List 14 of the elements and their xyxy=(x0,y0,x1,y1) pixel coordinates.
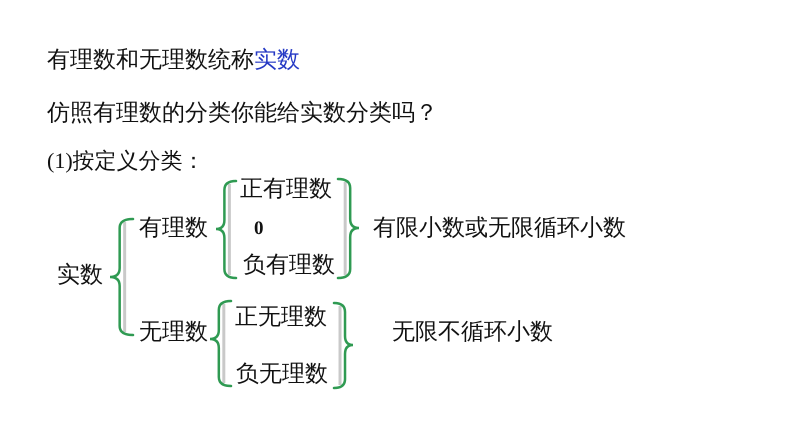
category-label: 负无理数 xyxy=(236,363,328,386)
category-label: 0 xyxy=(254,219,264,238)
category-label: 正无理数 xyxy=(235,306,327,329)
section-heading: (1)按定义分类： xyxy=(47,150,205,172)
description-text: 无限不循环小数 xyxy=(392,321,553,344)
description-text: 有限小数或无限循环小数 xyxy=(373,217,626,240)
category-label: 有理数 xyxy=(139,217,208,240)
category-label: 正有理数 xyxy=(240,178,332,201)
highlighted-term: 实数 xyxy=(254,49,300,72)
category-label: 无理数 xyxy=(139,321,208,344)
question-text: 仿照有理数的分类你能给实数分类吗？ xyxy=(47,102,438,125)
category-label: 负有理数 xyxy=(243,254,335,277)
category-label: 实数 xyxy=(57,264,103,287)
definition-text: 有理数和无理数统称 xyxy=(47,49,254,72)
